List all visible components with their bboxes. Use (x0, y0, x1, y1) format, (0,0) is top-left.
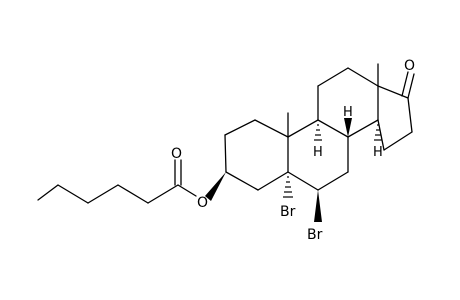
bromine-c5-label: Br (280, 204, 296, 220)
ring-c (317, 67, 379, 138)
stereo-h-c9: H (313, 124, 323, 160)
stereo-h-c14: H (373, 124, 383, 160)
ester-carbonyl-oxygen-label: O (171, 146, 182, 162)
ketone-oxygen-label: O (404, 58, 415, 74)
hydrogen-c14-label: H (373, 145, 383, 160)
ring-a (224, 119, 289, 191)
ester-carbonyl: O (171, 146, 182, 186)
ring-d (377, 85, 413, 151)
ring-b (287, 119, 349, 191)
bromine-c6-group: Br (307, 190, 323, 243)
ester-oxygen-label: O (197, 195, 208, 211)
ester-linkage: O (177, 172, 226, 211)
bromine-c5-group: Br (280, 176, 296, 220)
ketone-group: O (401, 58, 415, 99)
hydrogen-c9-label: H (313, 145, 323, 160)
hexanoyl-chain (37, 184, 179, 204)
stereo-h-c8: H (343, 105, 353, 137)
hydrogen-c8-label: H (343, 105, 353, 120)
bromine-c6-label: Br (307, 227, 323, 243)
